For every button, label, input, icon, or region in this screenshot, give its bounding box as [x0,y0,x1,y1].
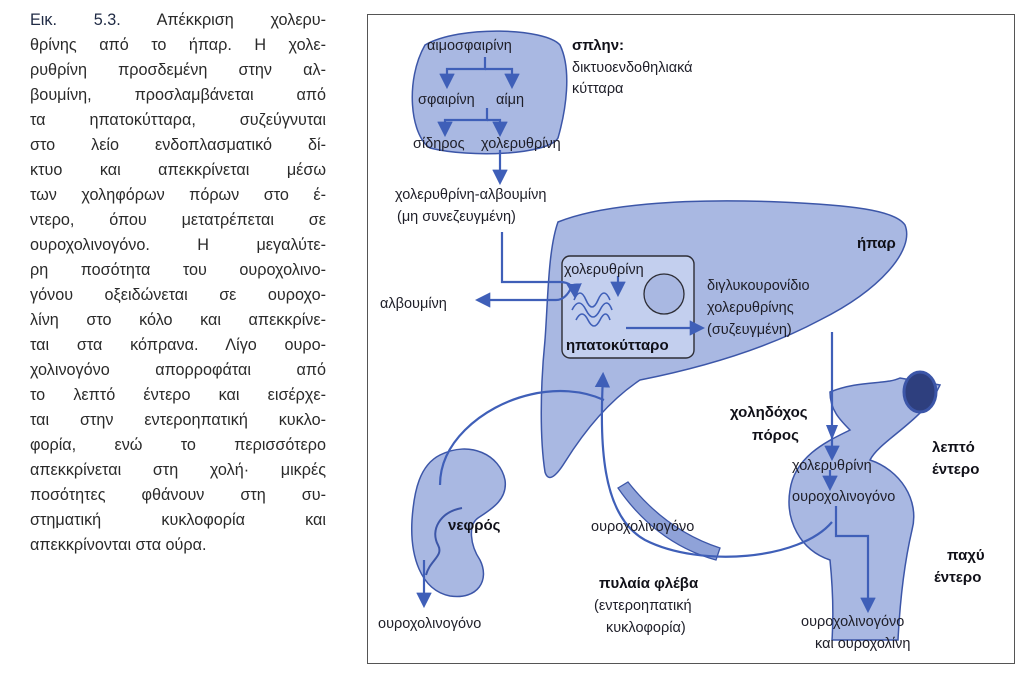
caption-line: φορία, ενώ το περισσότερο [30,436,326,454]
caption-line: των χοληφόρων πόρων στο έ- [30,186,326,204]
label-urobilinogen-urine: ουροχολινογόνο [378,616,481,632]
label-spleen: σπλην: [572,37,624,54]
caption-line: κτυο και απεκκρίνεται μέσω [30,161,326,179]
label-hepatocyte: ηπατοκύτταρο [566,337,669,354]
kidney-pelvis-icon [425,507,463,576]
figure-label: Εικ. 5.3. [30,11,121,29]
label-iron: σίδηρος [413,136,465,152]
small-intestine-shape [788,377,942,641]
caption-line: ρη ποσότητα του ουροχολινο- [30,261,326,279]
caption-line: απεκκρίνονται στα ούρα. [30,536,207,554]
caption-line: στηματική κυκλοφορία και [30,511,326,529]
label-small-intestine-1: λεπτό [932,439,975,456]
portal-vein-shape [617,481,721,561]
arrow-enterohepatic [594,371,833,558]
label-spleen-desc-1: δικτυοενδοθηλιακά [572,60,693,76]
label-bilirubin-cell: χολερυθρίνη [564,262,644,278]
label-feces-2: και ουροχολίνη [815,636,910,652]
hepatocyte-nucleus [643,273,685,315]
label-bile-duct-1: χοληδόχος [730,404,808,421]
label-enterohepatic-2: κυκλοφορία) [606,620,686,636]
label-diglucuronide-1: διγλυκουρονίδιο [707,278,810,294]
label-diglucuronide-2: χολερυθρίνης [707,300,794,316]
intestine-lumen-icon [902,370,938,414]
label-hemoglobin: αιμοσφαιρίνη [427,38,512,54]
arrow-to-kidney [438,389,605,486]
arrow-hemoglobin-split [439,57,487,90]
caption-line: ται στην εντεροηπατική κυκλο- [30,411,326,429]
arrow-heme-split [437,108,489,138]
arrow-heme-bilirubin [487,118,508,138]
label-spleen-desc-2: κύτταρα [572,81,623,97]
arrow-hemoglobin-heme [485,67,520,90]
caption-line: ται στα κόπρανα. Λίγο ουρο- [30,336,326,354]
label-urobilinogen-gut: ουροχολινογόνο [792,489,895,505]
label-bilirubin-gut: χολερυθρίνη [792,458,872,474]
label-conjugated: (συζευγμένη) [707,322,792,338]
arrow-to-albumin [474,285,574,308]
label-small-intestine-2: έντερο [932,461,979,478]
label-albumin: αλβουμίνη [380,296,447,312]
label-bilirubin-spleen: χολερυθρίνη [481,136,561,152]
arrow-to-colon [834,506,876,614]
caption-line: λίνη στο κόλο και απεκκρίνε- [30,311,326,329]
caption-line: βουμίνη, προσλαμβάνεται από [30,86,326,104]
arrow-to-hepatocyte [500,232,582,300]
caption-line: γόνου οξειδώνεται σε ουροχο- [30,286,326,304]
caption-line: το λεπτό έντερο και εισέρχε- [30,386,326,404]
caption-line: ουροχολινογόνο. Η μεγαλύτε- [30,236,326,254]
caption-line: στο λείο ενδοπλασματικό δί- [30,136,326,154]
caption-text: Απέκκριση χολερυ- [156,11,326,29]
label-bile-duct-2: πόρος [752,427,799,444]
caption-line: χολινογόνο απορροφάται από [30,361,326,379]
caption-line: απεκκρίνεται στη χολή· μικρές [30,461,326,479]
label-large-intestine-1: παχύ [947,547,985,564]
caption-line: ρυθρίνη προσδεμένη στην αλ- [30,61,326,79]
label-bilirubin-albumin: χολερυθρίνη-αλβουμίνη [395,187,546,203]
diagram-frame [367,14,1015,664]
label-feces-1: ουροχολινογόνο [801,614,904,630]
label-liver: ήπαρ [857,235,896,252]
label-enterohepatic-1: (εντεροηπατική [594,598,692,614]
label-kidney: νεφρός [448,517,501,534]
label-heme: αίμη [496,92,524,108]
caption-line: θρίνης από το ήπαρ. Η χολε- [30,36,326,54]
label-globin: σφαιρίνη [418,92,475,108]
label-unconjugated: (μη συνεζευγμένη) [397,209,516,225]
label-portal-vein: πυλαία φλέβα [599,575,699,592]
caption-line: ντερο, όπου μετατρέπεται σε [30,211,326,229]
caption-line: ποσότητες φθάνουν στη συ- [30,486,326,504]
figure-caption: Εικ. 5.3. Απέκκριση χολερυ-θρίνης από το… [30,8,326,558]
caption-line: τα ηπατοκύτταρα, συζεύγνυται [30,111,326,129]
arrow-bile-duct-head [826,425,838,440]
caption-line: Εικ. 5.3. Απέκκριση χολερυ- [30,8,326,33]
label-large-intestine-2: έντερο [934,569,981,586]
label-urobilinogen-portal: ουροχολινογόνο [591,519,694,535]
